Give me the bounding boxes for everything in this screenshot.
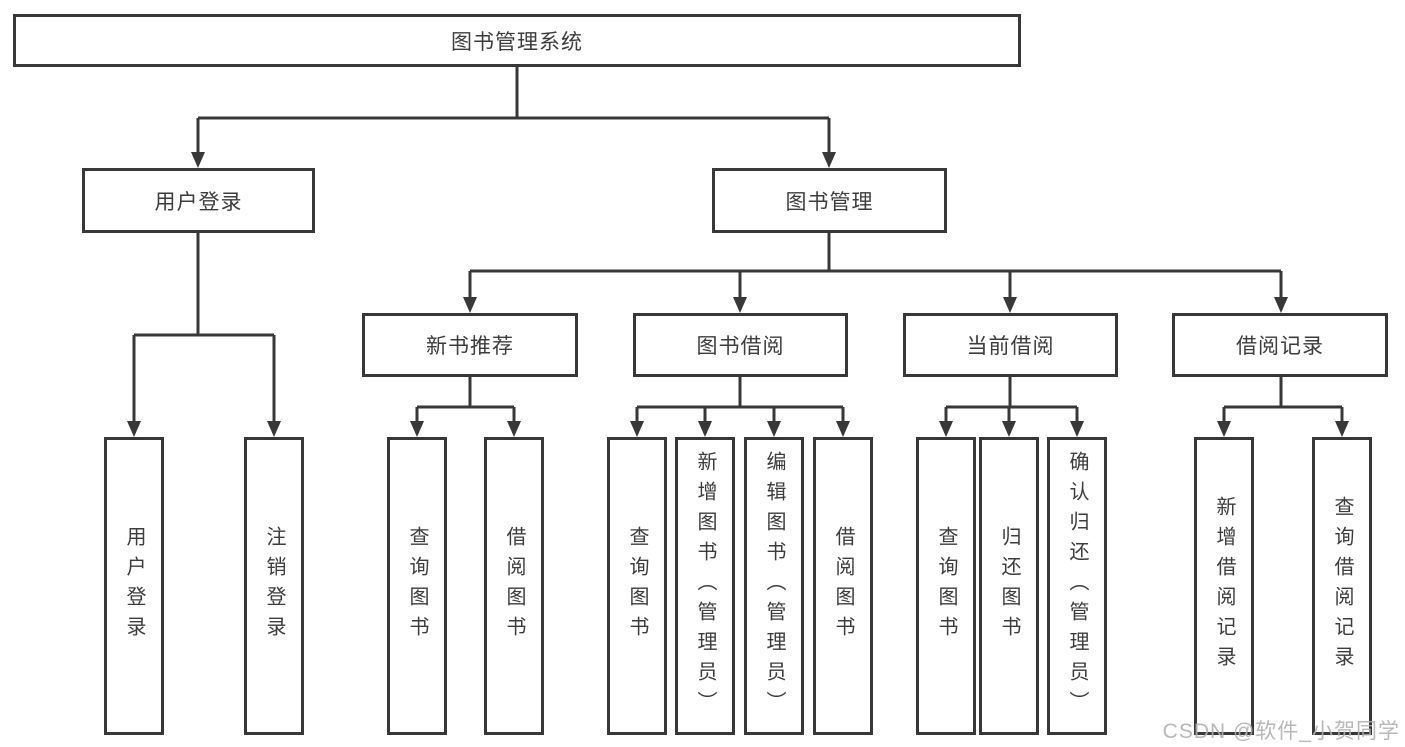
leaf-query-books-current: 查询图书	[916, 437, 976, 735]
leaf-label: 编辑图书（管理员）	[763, 451, 785, 721]
node-user-login: 用户登录	[82, 168, 315, 233]
leaf-borrow-books-recommend: 借阅图书	[484, 437, 544, 735]
node-current-borrow: 当前借阅	[903, 313, 1118, 377]
leaf-label: 用户登录	[123, 526, 145, 646]
leaf-label: 确认归还（管理员）	[1066, 451, 1088, 721]
leaf-edit-books-admin: 编辑图书（管理员）	[744, 437, 804, 735]
leaf-logout-login: 注销登录	[244, 437, 304, 735]
leaf-query-borrow-record: 查询借阅记录	[1312, 437, 1372, 735]
leaf-label: 查询图书	[406, 526, 428, 646]
leaf-label: 注销登录	[263, 526, 285, 646]
leaf-confirm-return-admin: 确认归还（管理员）	[1047, 437, 1107, 735]
leaf-label: 查询借阅记录	[1331, 496, 1353, 676]
leaf-label: 查询图书	[626, 526, 648, 646]
node-label: 图书管理系统	[451, 30, 583, 54]
node-label: 当前借阅	[966, 335, 1055, 358]
leaf-label: 新增借阅记录	[1213, 496, 1235, 676]
node-library-management-system: 图书管理系统	[13, 14, 1021, 67]
leaf-borrow-books: 借阅图书	[813, 437, 873, 735]
leaf-add-borrow-record: 新增借阅记录	[1194, 437, 1254, 735]
leaf-user-login: 用户登录	[104, 437, 164, 735]
leaf-label: 查询图书	[935, 526, 957, 646]
arrowheads	[127, 152, 1349, 437]
leaf-label: 借阅图书	[503, 526, 525, 646]
leaf-label: 借阅图书	[832, 526, 854, 646]
node-label: 新书推荐	[426, 335, 514, 358]
node-label: 用户登录	[154, 190, 243, 214]
node-borrow-record: 借阅记录	[1172, 313, 1388, 377]
node-label: 图书借阅	[696, 335, 785, 358]
leaf-add-books-admin: 新增图书（管理员）	[675, 437, 735, 735]
node-book-management: 图书管理	[712, 168, 947, 233]
node-label: 借阅记录	[1236, 335, 1324, 358]
leaf-label: 归还图书	[998, 526, 1020, 646]
leaf-query-books-borrow: 查询图书	[607, 437, 667, 735]
leaf-return-books: 归还图书	[979, 437, 1039, 735]
leaf-label: 新增图书（管理员）	[694, 451, 716, 721]
node-new-book-recommend: 新书推荐	[362, 313, 578, 377]
node-label: 图书管理	[785, 190, 874, 214]
leaf-query-books-recommend: 查询图书	[387, 437, 447, 735]
node-book-borrow: 图书借阅	[633, 313, 848, 377]
